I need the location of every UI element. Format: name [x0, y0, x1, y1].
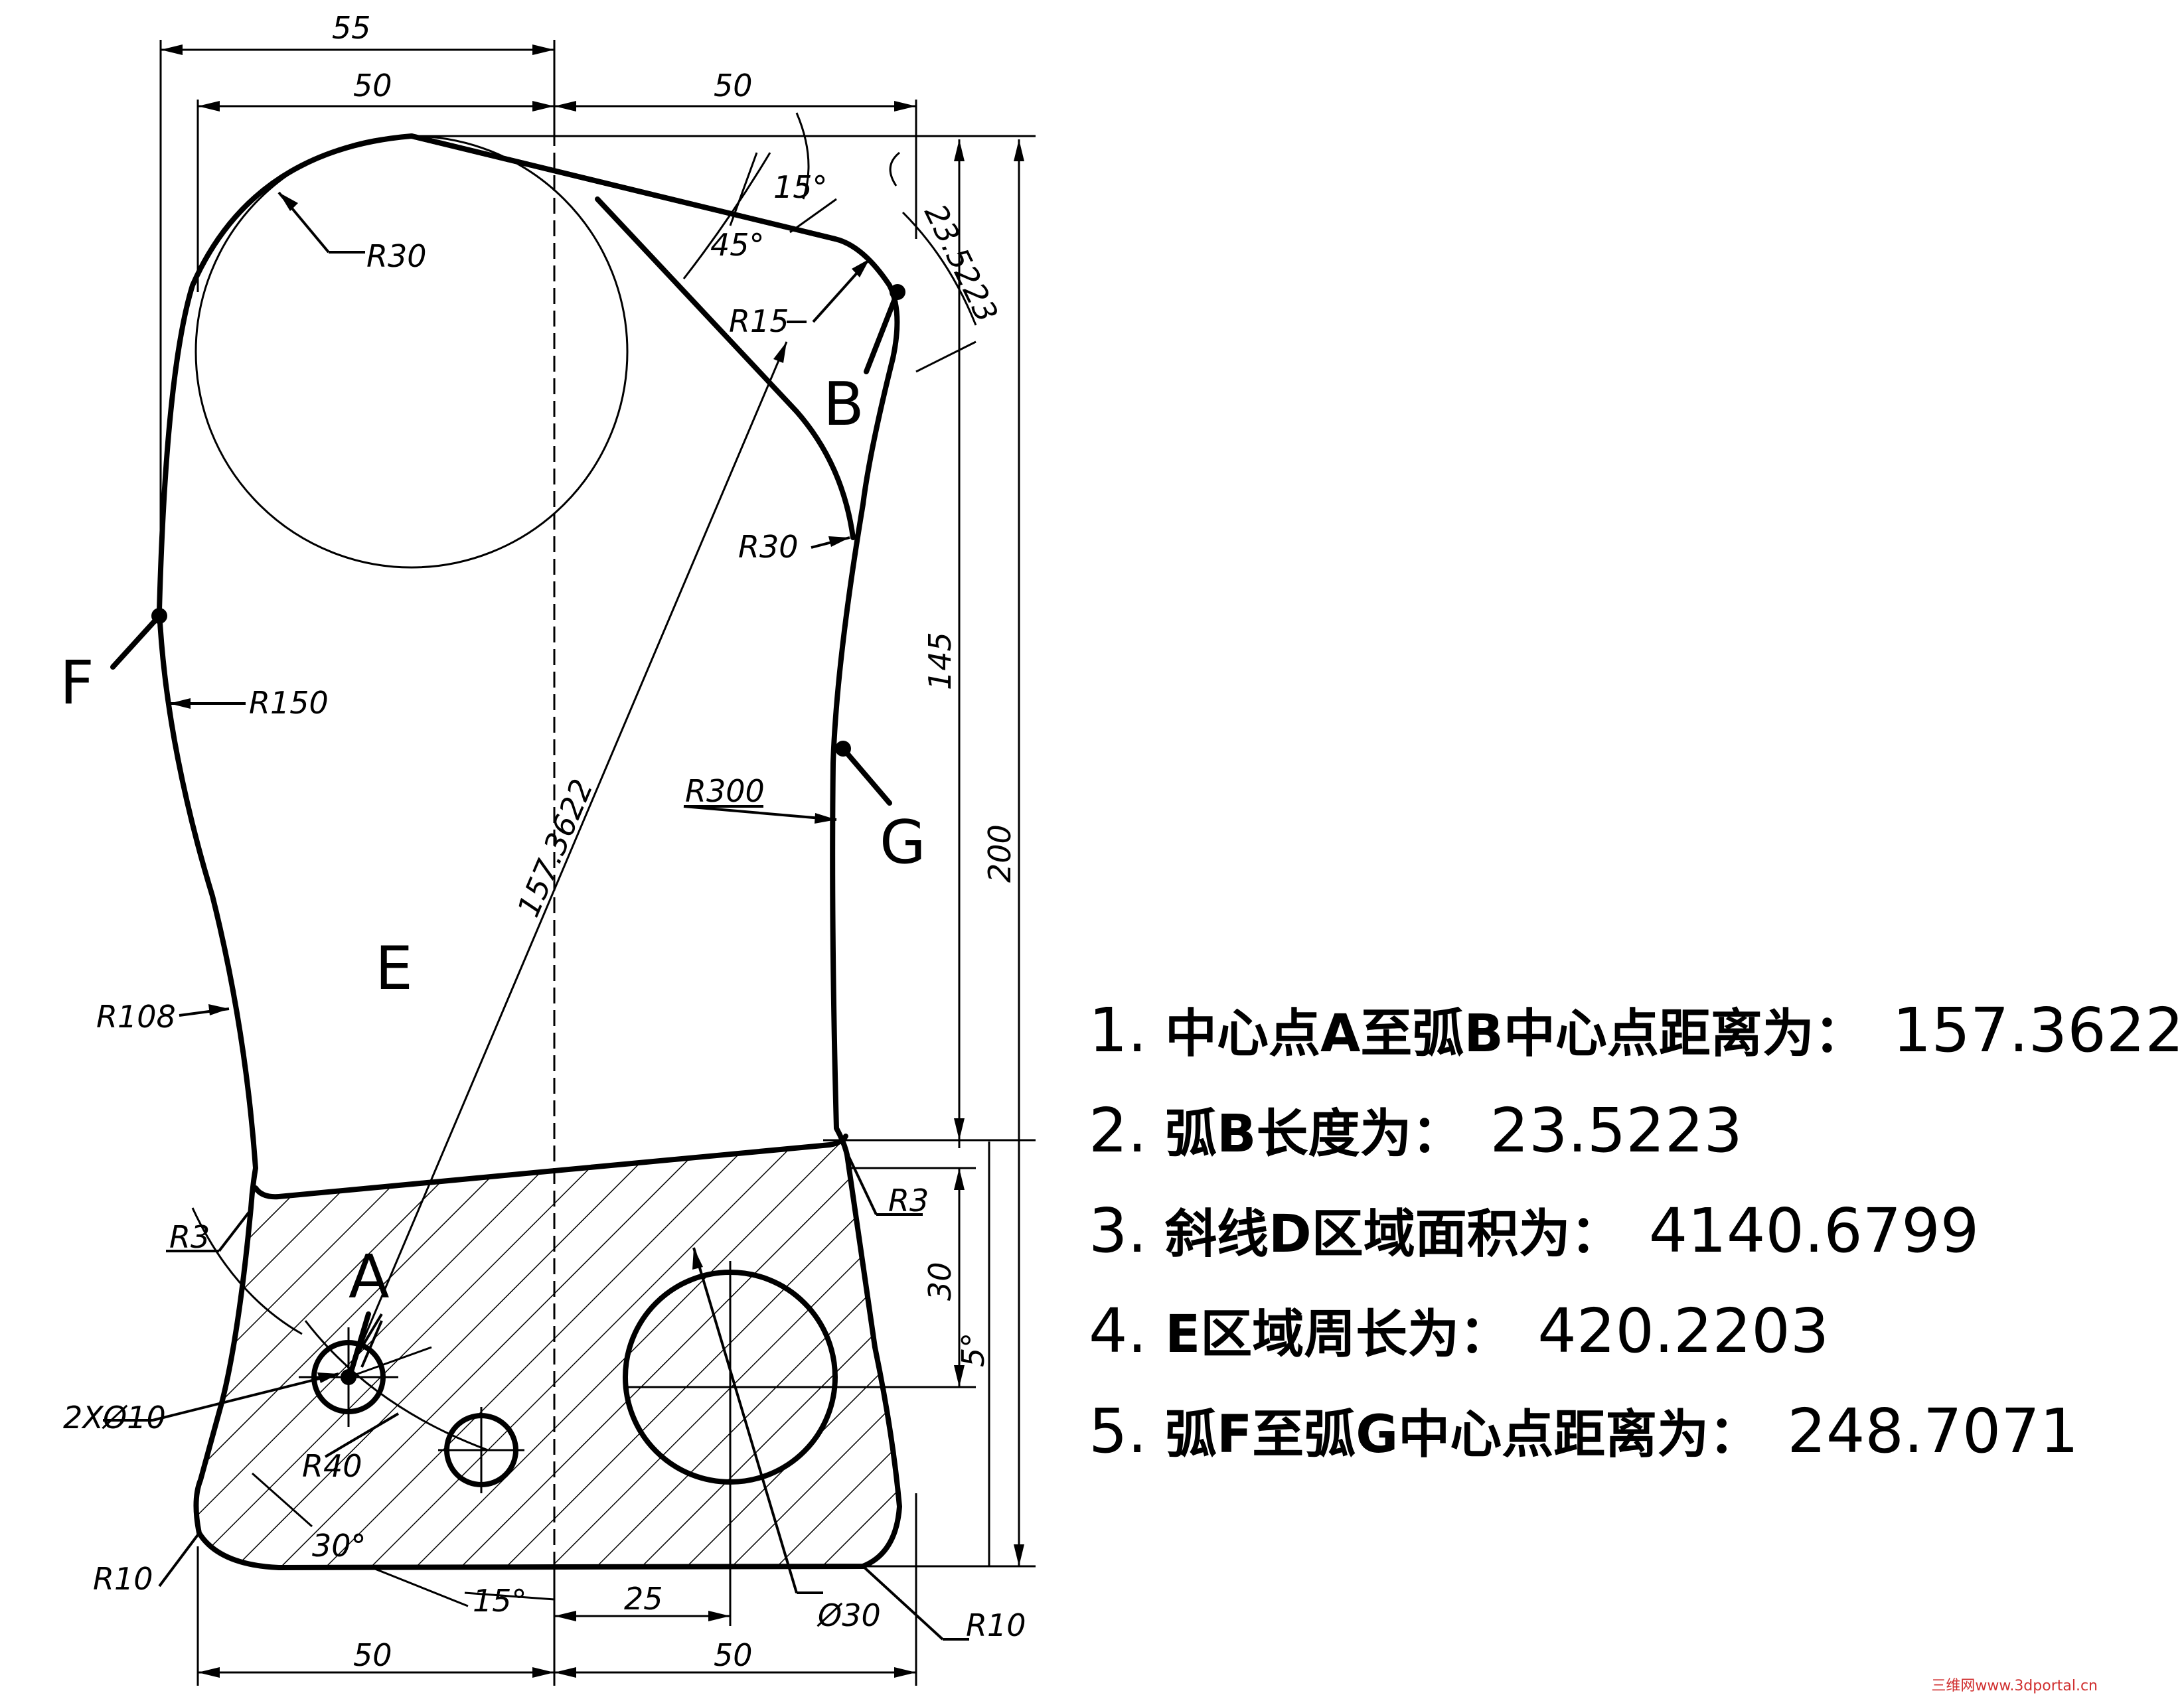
point-markers — [110, 284, 905, 1385]
dim-15-deg-bottom: 15° — [473, 1583, 527, 1619]
hatched-region-d — [196, 1144, 899, 1568]
label-r15: R15 — [729, 303, 789, 339]
cad-drawing: 55 50 50 50 50 25 145 200 30 5° 15° 45° … — [60, 10, 1036, 1686]
label-r300: R300 — [685, 773, 765, 809]
dim-15-deg-top: 15° — [773, 169, 828, 205]
dim-25: 25 — [624, 1581, 663, 1617]
label-r30-right: R30 — [738, 529, 799, 565]
note-5: 5.弧F至弧G中心点距离为：248.7071 — [1089, 1396, 2079, 1467]
result-notes: 1.中心点A至弧B中心点距离为：157.3622 2.弧B长度为：23.5223… — [1089, 982, 2184, 1483]
label-r10-left: R10 — [93, 1561, 153, 1597]
dim-145: 145 — [922, 632, 958, 690]
dim-50-bottom-left: 50 — [353, 1637, 392, 1673]
label-big-hole: Ø30 — [817, 1597, 881, 1633]
dim-5-deg: 5° — [955, 1333, 991, 1367]
dim-30-deg: 30° — [312, 1528, 366, 1564]
dim-arc-length: 23.5223 — [917, 198, 1005, 328]
label-r10-right: R10 — [966, 1607, 1026, 1643]
dim-200: 200 — [982, 824, 1018, 883]
watermark: 三维网www.3dportal.cn — [1931, 1678, 2098, 1694]
point-letters: F B G E A — [60, 370, 926, 1312]
dim-50-top-right: 50 — [714, 68, 753, 104]
point-g: G — [880, 808, 926, 877]
label-r40: R40 — [302, 1448, 362, 1484]
dim-50-top-left: 50 — [353, 68, 392, 104]
label-r3-right: R3 — [888, 1183, 929, 1219]
inner-tangent-curve — [595, 196, 856, 540]
label-holes: 2XØ10 — [63, 1400, 166, 1436]
label-r150: R150 — [249, 685, 329, 721]
note-3: 3.斜线D区域面积为：4140.6799 — [1089, 1195, 1980, 1266]
point-a: A — [349, 1242, 390, 1312]
top-construction-circle — [195, 135, 629, 569]
label-r3-left: R3 — [169, 1219, 210, 1255]
point-b: B — [823, 370, 864, 439]
label-r30-top: R30 — [366, 238, 427, 274]
note-2: 2.弧B长度为：23.5223 — [1089, 1095, 1743, 1166]
label-r108: R108 — [96, 999, 176, 1035]
dim-30: 30 — [922, 1262, 958, 1301]
note-1: 1.中心点A至弧B中心点距离为：157.3622 — [1089, 995, 2184, 1066]
top-tangent-line — [409, 133, 838, 242]
dim-45-deg: 45° — [710, 227, 765, 263]
dim-50-bottom-right: 50 — [714, 1637, 753, 1673]
dim-55: 55 — [332, 10, 371, 46]
point-f: F — [60, 648, 94, 718]
point-e: E — [375, 934, 413, 1003]
arrowheads — [161, 44, 1024, 1678]
note-4: 4.E区域周长为：420.2203 — [1089, 1295, 1830, 1367]
dimension-lines — [159, 40, 1036, 1686]
